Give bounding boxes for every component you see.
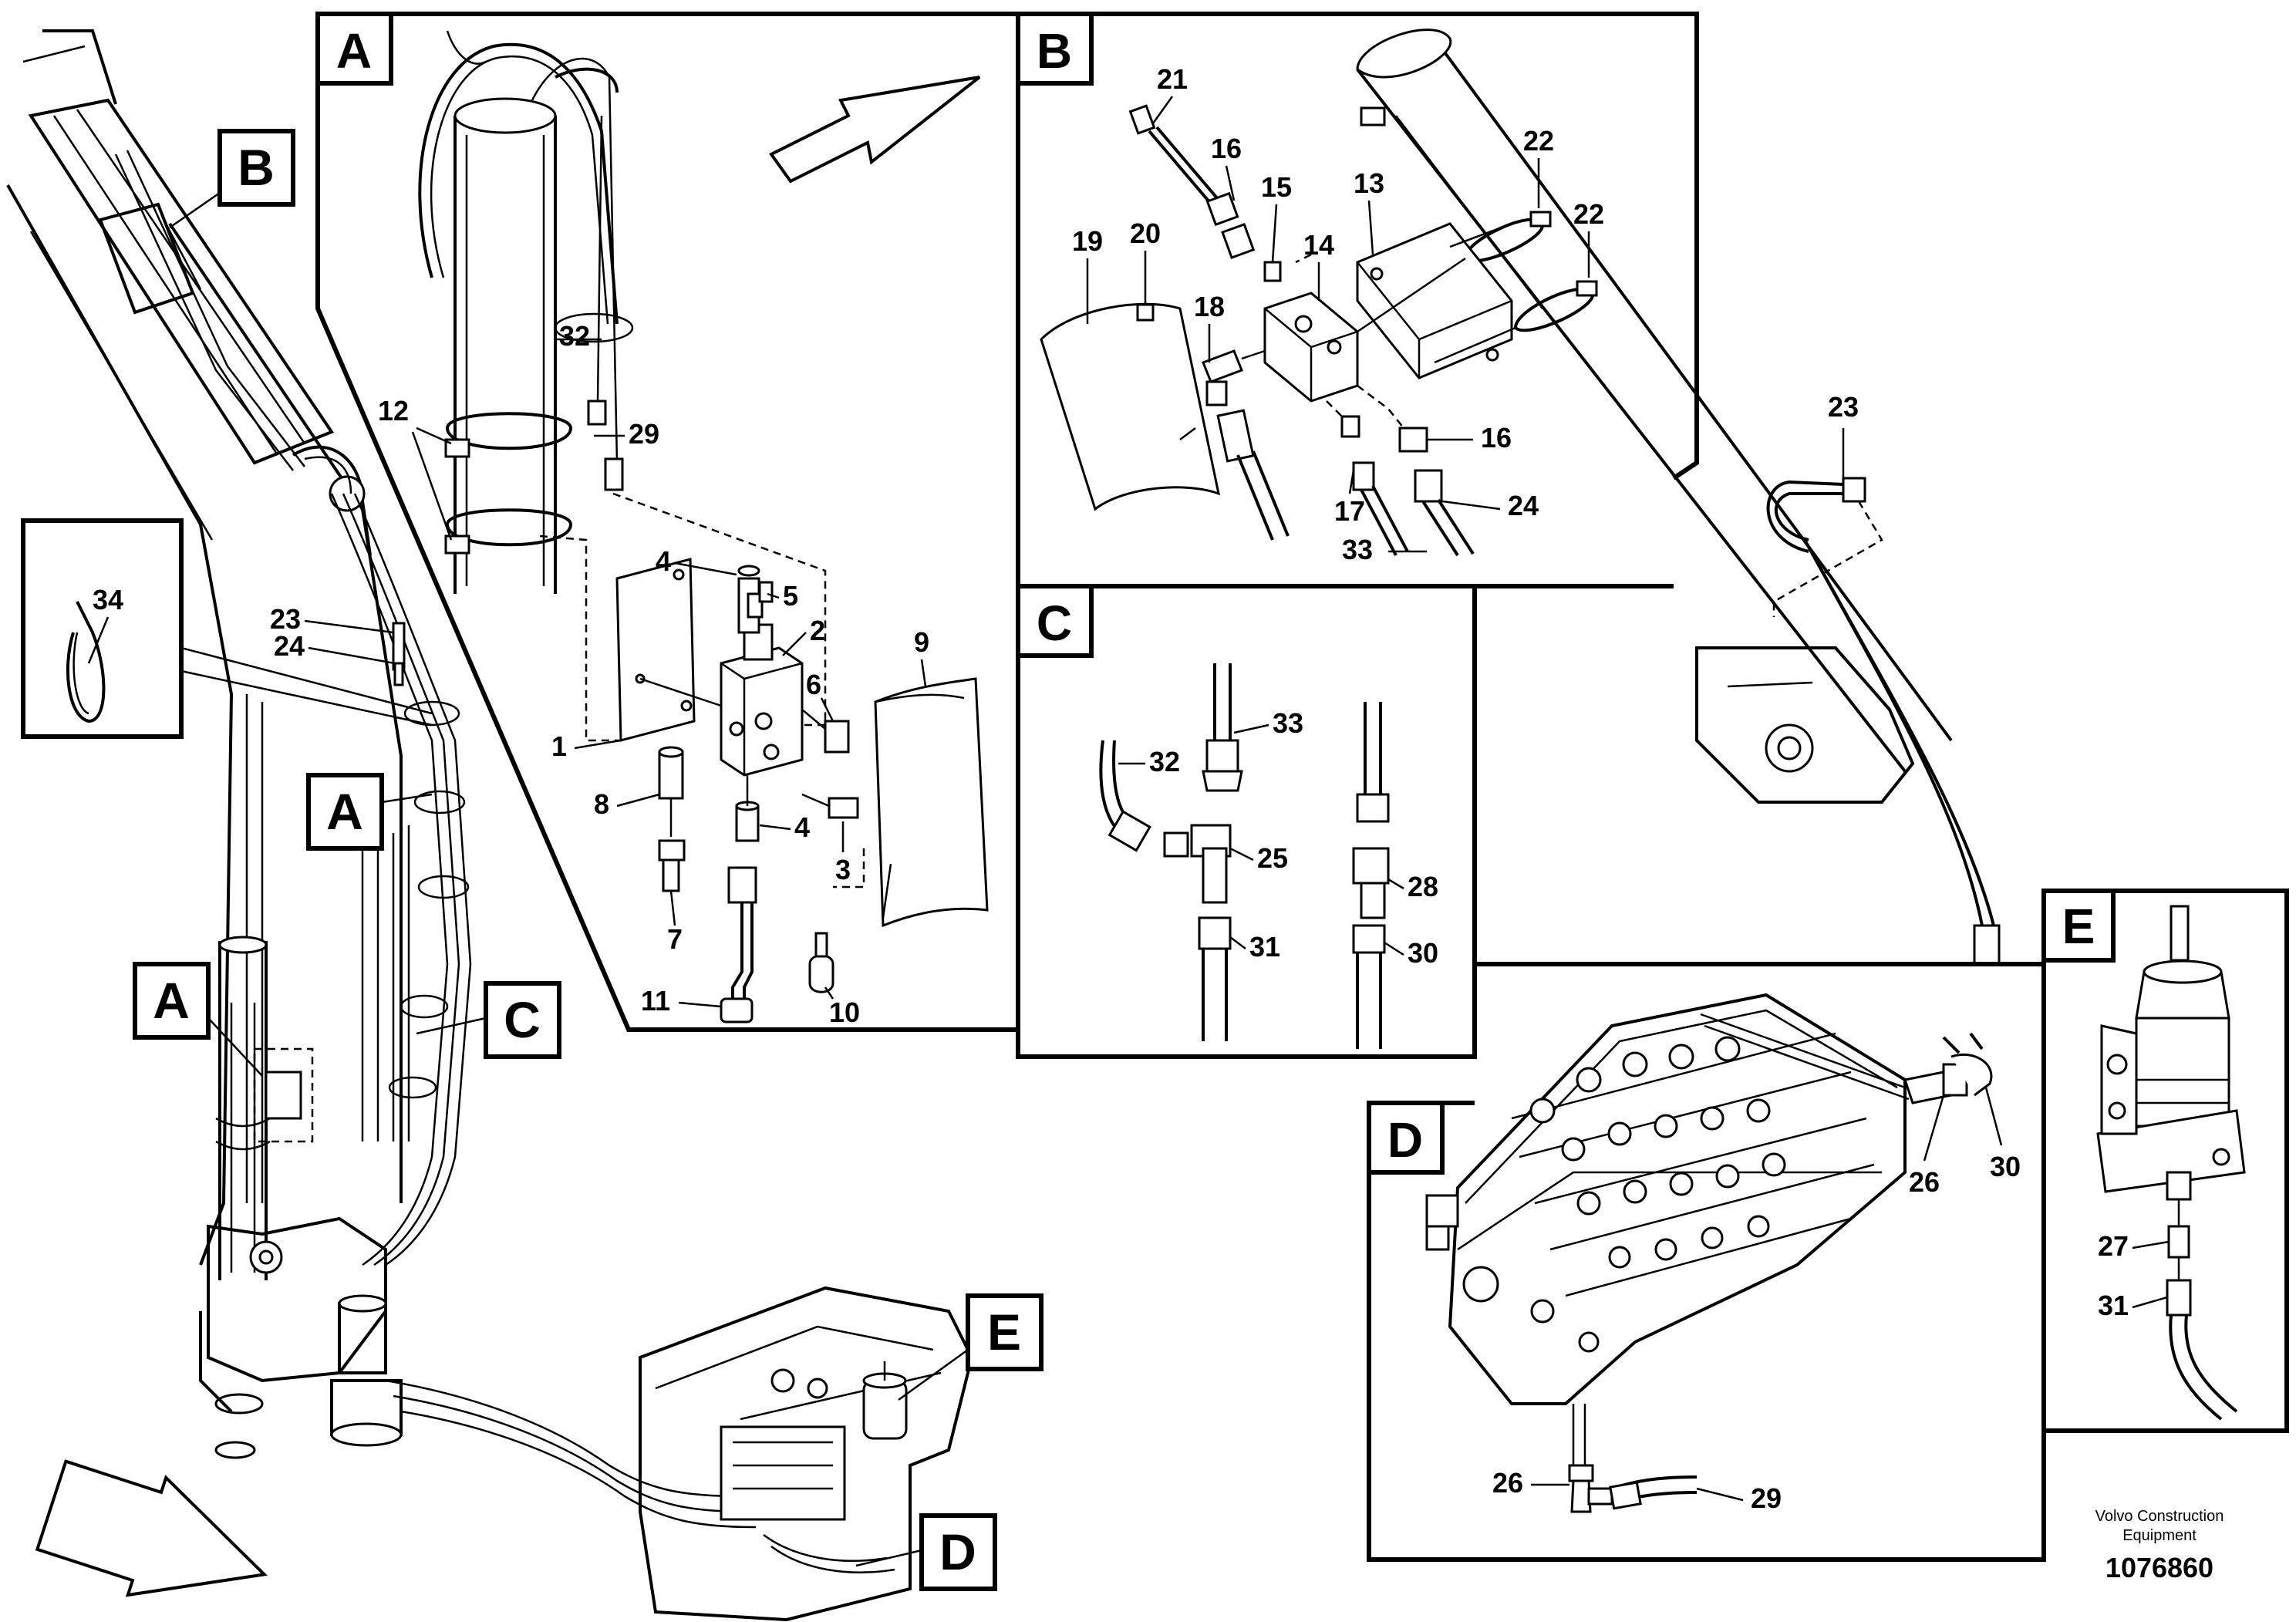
label-18: 18 (1194, 291, 1225, 322)
label-30-d: 30 (1990, 1151, 2021, 1182)
label-2: 2 (810, 615, 825, 646)
panel-a: A (315, 12, 1020, 1032)
footer-drawing-number: 1076860 (2106, 1552, 2213, 1583)
panel-a-frame (315, 12, 1020, 1032)
label-27: 27 (2098, 1230, 2129, 1262)
label-22-top: 22 (1523, 125, 1554, 157)
panel-b: B (1016, 12, 1953, 804)
label-22-bottom: 22 (1573, 198, 1604, 230)
label-25: 25 (1257, 842, 1288, 874)
label-26-bottom: 26 (1492, 1467, 1523, 1499)
label-34: 34 (93, 584, 123, 615)
label-32-c: 32 (1149, 746, 1180, 777)
label-31-e: 31 (2098, 1290, 2129, 1321)
label-16-top: 16 (1211, 133, 1242, 164)
panel-d-frame (1367, 962, 2046, 1562)
callout-box-e (966, 1293, 1043, 1371)
panel-e-frame (2041, 889, 2289, 1433)
label-4-top: 4 (656, 545, 671, 577)
label-26-top: 26 (1909, 1166, 1940, 1198)
label-33-c: 33 (1273, 707, 1303, 739)
callout-letter-c: C (504, 991, 541, 1048)
panel-b-letter: B (1037, 23, 1072, 79)
detail-34-cable-tie: 34 (21, 518, 433, 739)
label-24-b: 24 (1508, 490, 1539, 521)
panel-e-letter: E (2062, 899, 2095, 954)
label-21: 21 (1157, 63, 1188, 95)
overview-machine (6, 29, 472, 1597)
callout-letter-e: E (987, 1303, 1021, 1361)
overview-lower-hoses (385, 1379, 757, 1529)
overview-labels: 23 24 (270, 603, 396, 665)
label-24-overview: 24 (274, 630, 305, 662)
label-4-bottom: 4 (794, 811, 810, 843)
callout-box-b (217, 129, 295, 207)
label-8: 8 (594, 788, 609, 820)
label-14: 14 (1303, 229, 1334, 261)
panel-c-frame (1016, 584, 1477, 1059)
panel-d-letter: D (1387, 1112, 1423, 1168)
label-29-a: 29 (629, 418, 659, 450)
label-29-d: 29 (1751, 1482, 1782, 1514)
label-15: 15 (1261, 171, 1292, 203)
callout-box-d (919, 1513, 997, 1591)
label-23-overview: 23 (270, 603, 301, 635)
footer-company-line1: Volvo Construction (2095, 1508, 2224, 1525)
callout-letter-a-lower: A (153, 972, 190, 1029)
label-9: 9 (914, 626, 929, 658)
panel-b-letter-box (1016, 12, 1094, 86)
label-5: 5 (783, 580, 798, 612)
panel-c: C 33 32 25 31 28 30 (1016, 584, 1477, 1059)
panel-c-letter: C (1037, 595, 1072, 651)
panel-d: D (1367, 962, 2046, 1562)
label-3: 3 (835, 854, 851, 885)
callout-letter-a-upper: A (326, 783, 363, 840)
label-16-bottom: 16 (1481, 422, 1512, 454)
label-13: 13 (1354, 167, 1384, 199)
panel-c-letter-box (1016, 584, 1094, 658)
label-28: 28 (1408, 871, 1438, 902)
footer-company-line2: Equipment (2122, 1527, 2197, 1544)
panel-a-letter-box (315, 12, 393, 86)
label-23-part: 23 (1828, 391, 1859, 423)
panel-e-letter-box (2041, 889, 2116, 963)
label-20: 20 (1130, 218, 1161, 249)
label-30-c: 30 (1408, 937, 1438, 969)
overview-control-valve (639, 1286, 974, 1622)
panel-e: E 27 31 (2041, 889, 2289, 1433)
callout-box-c (484, 981, 561, 1059)
callout-letter-d: D (939, 1523, 976, 1580)
footer: Volvo Construction Equipment 1076860 (2095, 1508, 2224, 1583)
label-17: 17 (1334, 495, 1365, 527)
label-6: 6 (806, 669, 821, 700)
label-12: 12 (378, 395, 409, 427)
label-10: 10 (829, 996, 860, 1028)
label-31-c: 31 (1249, 931, 1280, 963)
callout-letter-b: B (238, 139, 275, 196)
overview-callouts: B A A C E D (133, 129, 1043, 1591)
label-1: 1 (551, 730, 567, 762)
label-33-b: 33 (1342, 534, 1373, 565)
part-23-tube: 23 (1766, 391, 2001, 966)
panel-d-letter-box (1367, 1101, 1445, 1175)
label-11: 11 (641, 985, 670, 1017)
label-7: 7 (667, 923, 683, 955)
panel-a-letter: A (336, 23, 372, 79)
label-19: 19 (1072, 225, 1103, 257)
label-32-a: 32 (559, 320, 590, 352)
callout-box-a-lower (133, 962, 211, 1040)
callout-box-a-upper (306, 773, 384, 851)
